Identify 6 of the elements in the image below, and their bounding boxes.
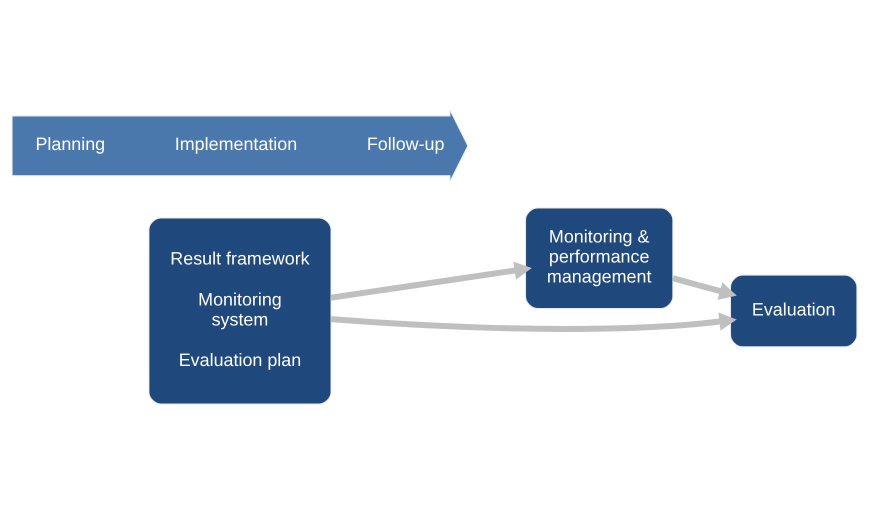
node-box: Monitoring & performance management <box>525 208 674 309</box>
arrow <box>330 262 532 301</box>
arrow <box>330 312 737 332</box>
node-box: Evaluation <box>730 274 858 348</box>
node-box: Result framework Monitoring system Evaluation plan <box>148 217 332 405</box>
arrow <box>672 275 737 300</box>
